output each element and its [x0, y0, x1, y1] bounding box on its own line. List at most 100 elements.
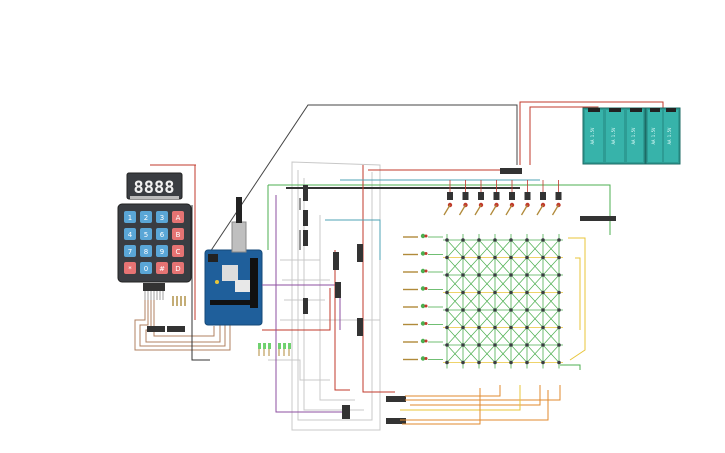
matrix-led[interactable] [509, 238, 513, 242]
matrix-led[interactable] [461, 238, 465, 242]
matrix-led[interactable] [461, 255, 465, 260]
matrix-led[interactable] [493, 308, 497, 312]
keypad-key[interactable]: 9 [156, 245, 168, 257]
matrix-led[interactable] [557, 290, 561, 295]
column-drivers[interactable] [443, 180, 562, 216]
matrix-led[interactable] [525, 255, 529, 260]
keypad-key[interactable]: 5 [140, 228, 152, 240]
matrix-led[interactable] [477, 360, 481, 365]
keypad-key-label: 8 [144, 248, 148, 256]
keypad-key[interactable]: 1 [124, 211, 136, 223]
matrix-led[interactable] [477, 238, 481, 242]
matrix-led[interactable] [525, 325, 529, 330]
matrix-led[interactable] [493, 325, 497, 330]
seven-segment-display[interactable]: 8888 [126, 172, 183, 200]
matrix-led[interactable] [493, 238, 497, 242]
keypad-ribbon [143, 283, 165, 300]
keypad-key[interactable]: A [172, 211, 184, 223]
matrix-led[interactable] [477, 290, 481, 295]
matrix-led[interactable] [525, 343, 529, 347]
matrix-led[interactable] [509, 360, 513, 365]
keypad-key-label: 6 [160, 231, 165, 239]
matrix-led[interactable] [461, 325, 465, 330]
matrix-led[interactable] [445, 238, 449, 242]
keypad-key[interactable]: 7 [124, 245, 136, 257]
matrix-led[interactable] [557, 238, 561, 242]
battery-pack-left[interactable]: AA 1.5V AA 1.5V AA 1.5V [582, 107, 646, 165]
matrix-led[interactable] [541, 238, 545, 242]
matrix-led[interactable] [493, 273, 497, 277]
matrix-led[interactable] [477, 273, 481, 277]
matrix-led[interactable] [541, 308, 545, 312]
matrix-led[interactable] [477, 308, 481, 312]
matrix-led[interactable] [541, 273, 545, 277]
keypad-key[interactable]: 4 [124, 228, 136, 240]
matrix-led[interactable] [493, 290, 497, 295]
matrix-led[interactable] [509, 273, 513, 277]
matrix-led[interactable] [541, 360, 545, 365]
matrix-led[interactable] [461, 273, 465, 277]
matrix-led[interactable] [541, 325, 545, 330]
matrix-led[interactable] [557, 273, 561, 277]
resistor-array-left[interactable] [172, 296, 186, 306]
matrix-led[interactable] [509, 255, 513, 260]
matrix-led[interactable] [477, 255, 481, 260]
keypad-key[interactable]: # [156, 262, 168, 274]
battery-pack-right[interactable]: AA 1.5V AA 1.5V [645, 107, 681, 165]
keypad-key-label: 3 [160, 214, 164, 222]
matrix-led[interactable] [541, 343, 545, 347]
keypad-key[interactable]: B [172, 228, 184, 240]
keypad-key[interactable]: D [172, 262, 184, 274]
matrix-led[interactable] [509, 343, 513, 347]
led-group-bottom[interactable] [258, 343, 291, 356]
row-drivers[interactable] [403, 233, 443, 361]
matrix-led[interactable] [525, 238, 529, 242]
matrix-led[interactable] [541, 290, 545, 295]
matrix-led[interactable] [445, 325, 449, 330]
matrix-led[interactable] [461, 343, 465, 347]
keypad-key[interactable]: C [172, 245, 184, 257]
keypad-key[interactable]: 3 [156, 211, 168, 223]
matrix-led[interactable] [445, 343, 449, 347]
keypad-key[interactable]: 0 [140, 262, 152, 274]
wire-top-dark [207, 104, 518, 256]
matrix-led[interactable] [525, 308, 529, 312]
matrix-led[interactable] [445, 360, 449, 365]
matrix-led[interactable] [445, 290, 449, 295]
matrix-led[interactable] [477, 343, 481, 347]
keypad-key-label: 2 [144, 214, 148, 222]
ic-chip-left[interactable] [147, 326, 185, 332]
matrix-led[interactable] [493, 255, 497, 260]
matrix-led[interactable] [557, 325, 561, 330]
matrix-led[interactable] [509, 308, 513, 312]
keypad-key[interactable]: 2 [140, 211, 152, 223]
matrix-led[interactable] [461, 360, 465, 365]
matrix-led[interactable] [493, 360, 497, 365]
matrix-led[interactable] [509, 325, 513, 330]
matrix-led[interactable] [557, 343, 561, 347]
matrix-led[interactable] [477, 325, 481, 330]
matrix-led[interactable] [541, 255, 545, 260]
matrix-led[interactable] [525, 290, 529, 295]
matrix-led[interactable] [525, 360, 529, 365]
matrix-led[interactable] [461, 290, 465, 295]
matrix-led[interactable] [461, 308, 465, 312]
matrix-led[interactable] [445, 255, 449, 260]
matrix-led[interactable] [557, 308, 561, 312]
keypad-key[interactable]: 6 [156, 228, 168, 240]
keypad-key[interactable]: * [124, 262, 136, 274]
arduino-uno[interactable] [204, 197, 263, 326]
matrix-led[interactable] [525, 273, 529, 277]
matrix-led[interactable] [445, 308, 449, 312]
matrix-led[interactable] [557, 255, 561, 260]
matrix-led[interactable] [445, 273, 449, 277]
matrix-led[interactable] [509, 290, 513, 295]
matrix-led[interactable] [493, 343, 497, 347]
transistors[interactable] [303, 168, 616, 424]
matrix-led[interactable] [557, 360, 561, 365]
led-matrix[interactable] [443, 234, 563, 369]
keypad-key[interactable]: 8 [140, 245, 152, 257]
keypad-key-label: 1 [128, 214, 132, 222]
